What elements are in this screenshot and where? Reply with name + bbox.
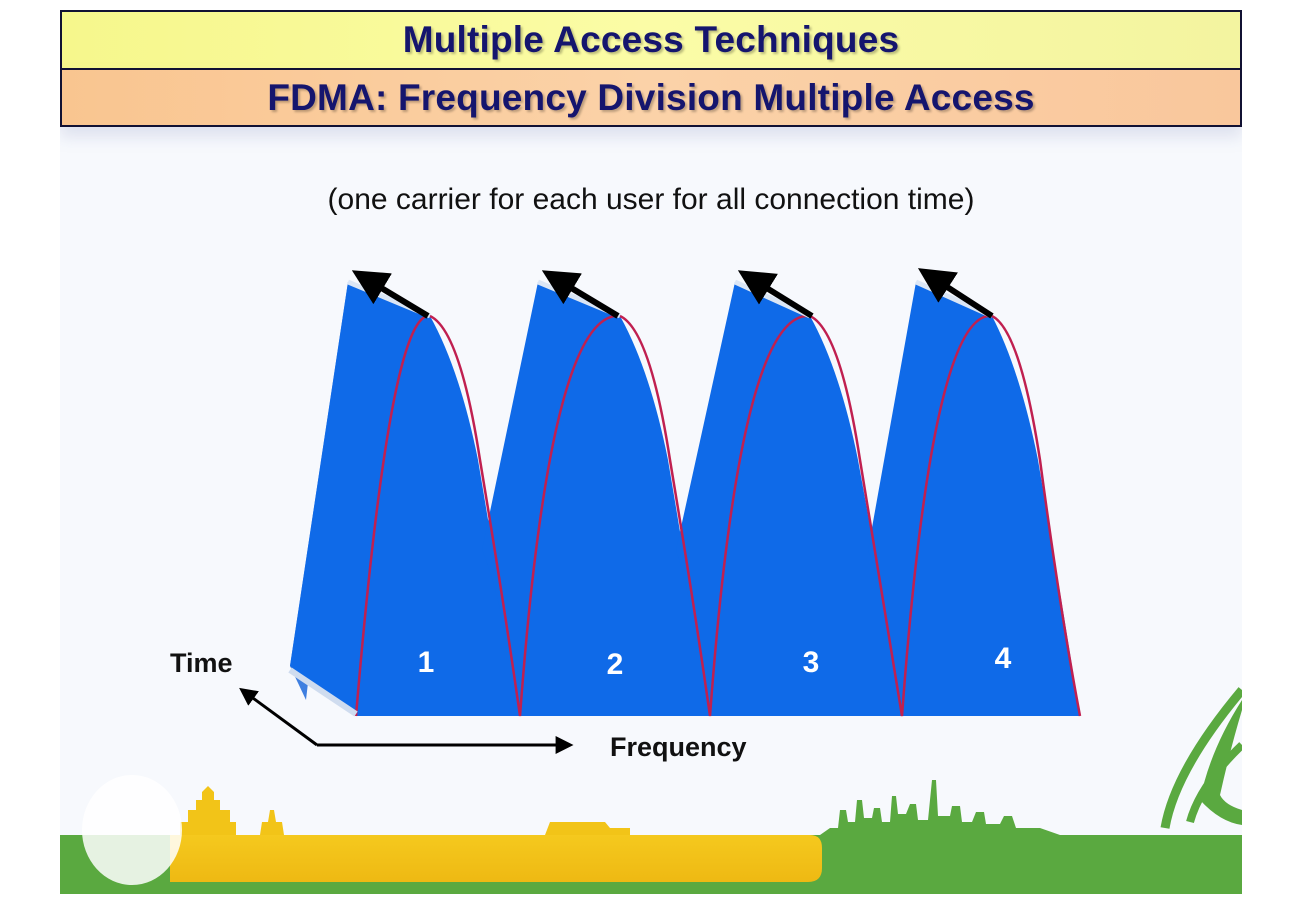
slide-subtitle: FDMA: Frequency Division Multiple Access (267, 76, 1035, 118)
channel-label-3: 3 (802, 646, 820, 679)
city-skyline-icon (820, 780, 1060, 835)
carrier-band-3 (676, 282, 902, 716)
arrow-icon (737, 270, 814, 319)
carrier-band-2 (482, 282, 710, 716)
caption-text: (one carrier for each user for all conne… (327, 183, 975, 216)
time-axis-arrow (239, 687, 318, 747)
ground-yellow-band (170, 835, 822, 882)
time-arrows (351, 268, 994, 319)
carrier-band-4 (868, 282, 1080, 716)
swoosh-line-icon (1186, 742, 1242, 824)
swoosh-line-icon (1160, 687, 1242, 829)
title-banner: Multiple Access Techniques (60, 10, 1242, 70)
channel-label-2: 2 (606, 648, 624, 681)
arrow-icon (351, 270, 430, 319)
tower-icon (260, 810, 284, 835)
carrier-bands (288, 279, 1082, 717)
fdma-diagram (60, 268, 1242, 894)
ship-icon (545, 822, 630, 835)
carrier-bottom-edge (288, 667, 358, 717)
arrow-icon (541, 270, 620, 319)
building-icon (180, 786, 236, 835)
channel-label-1: 1 (417, 646, 435, 679)
time-axis-label: Time (170, 648, 233, 678)
slide: Multiple Access Techniques FDMA: Frequen… (60, 10, 1242, 894)
ground-decoration (60, 665, 1242, 894)
subtitle-banner: FDMA: Frequency Division Multiple Access (60, 68, 1242, 127)
channel-label-4: 4 (994, 642, 1012, 675)
slide-title: Multiple Access Techniques (402, 19, 900, 60)
haze-decoration (82, 775, 182, 885)
frequency-axis-label: Frequency (610, 732, 747, 762)
arrow-icon (917, 268, 994, 319)
carrier-front-profile (354, 314, 1082, 717)
carrier-band-1 (290, 282, 520, 716)
axes (239, 687, 574, 754)
